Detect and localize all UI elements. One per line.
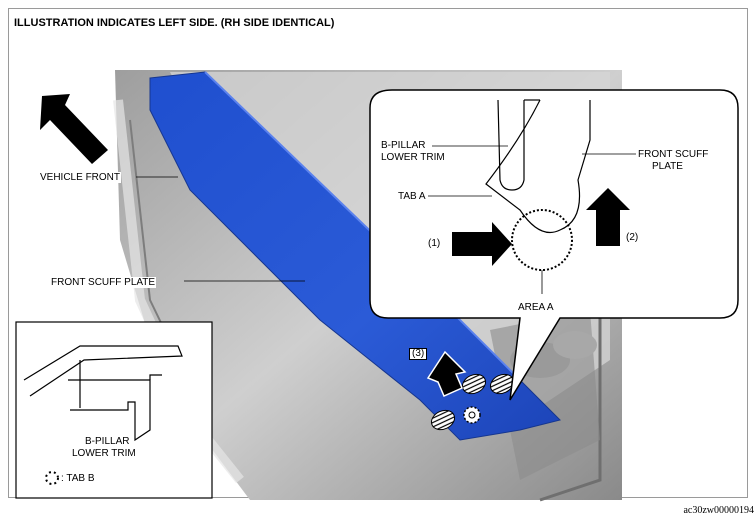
tab-hatched-marks bbox=[430, 373, 515, 431]
detail-callout-bubble bbox=[369, 89, 739, 401]
label-step1: (1) bbox=[428, 238, 441, 249]
vehicle-front-arrow bbox=[40, 94, 108, 164]
label-front-scuff-line2: PLATE bbox=[652, 161, 683, 172]
label-front-scuff-plate: FRONT SCUFF PLATE bbox=[50, 277, 157, 288]
label-area-a: AREA A bbox=[518, 302, 554, 313]
step1-arrow bbox=[452, 222, 512, 266]
step3-arrow bbox=[426, 350, 467, 397]
area-a-circle bbox=[511, 209, 573, 271]
step2-arrow bbox=[586, 188, 630, 246]
detail-b-pillar-trim bbox=[497, 99, 540, 191]
label-b-pillar-line2: LOWER TRIM bbox=[381, 152, 445, 163]
inset-label-b-pillar-line1: B-PILLAR bbox=[85, 436, 130, 447]
document-id: ac30zw00000194 bbox=[683, 505, 754, 516]
label-step3: (3) bbox=[409, 348, 428, 360]
label-tab-a: TAB A bbox=[398, 191, 426, 202]
tab-b-legend-icon bbox=[45, 471, 59, 485]
detail-front-scuff-plate bbox=[485, 99, 591, 234]
label-front-scuff-line1: FRONT SCUFF bbox=[638, 149, 709, 160]
inset-label-tab-b: : TAB B bbox=[61, 473, 95, 484]
illustration-title: ILLUSTRATION INDICATES LEFT SIDE. (RH SI… bbox=[14, 17, 335, 29]
label-step2: (2) bbox=[626, 232, 639, 243]
label-b-pillar-line1: B-PILLAR bbox=[381, 140, 426, 151]
inset-drawing bbox=[23, 345, 183, 442]
leader-lines bbox=[136, 145, 636, 294]
inset-label-b-pillar-line2: LOWER TRIM bbox=[72, 448, 136, 459]
tab-b-marker bbox=[463, 406, 481, 424]
label-vehicle-front: VEHICLE FRONT bbox=[39, 172, 122, 183]
